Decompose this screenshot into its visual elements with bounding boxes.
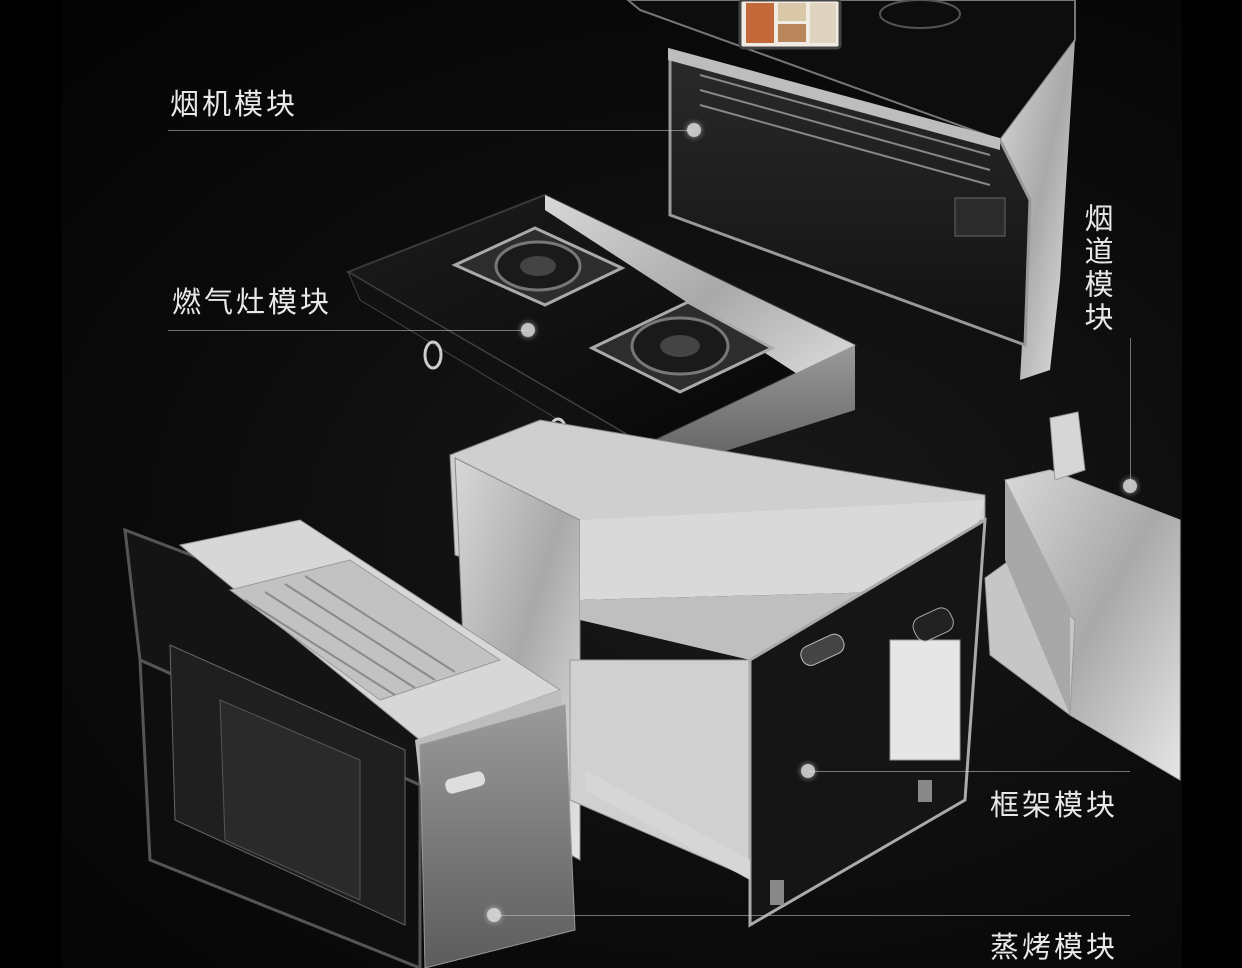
marker-dot-flue: [1123, 479, 1137, 493]
label-gas-stove-module: 燃气灶模块: [172, 285, 333, 319]
label-flue-module: 烟道模块: [1080, 203, 1114, 335]
marker-dot-frame: [801, 764, 815, 778]
steam-oven-module: [123, 519, 576, 968]
left-dark-band: [0, 0, 62, 968]
right-dark-band: [1182, 0, 1242, 968]
leader-line-flue: [1130, 338, 1131, 486]
leader-line-steam-oven: [494, 915, 1130, 916]
label-frame-module: 框架模块: [990, 788, 1119, 822]
gas-stove-module: [345, 193, 858, 545]
marker-dot-steam-oven: [487, 908, 501, 922]
leader-line-gas-stove: [168, 330, 528, 331]
leader-line-frame: [808, 771, 1130, 772]
marker-dot-gas-stove: [521, 323, 535, 337]
flue-module: [984, 411, 1181, 781]
marker-dot-range-hood: [687, 123, 701, 137]
label-range-hood-module: 烟机模块: [170, 87, 299, 121]
leader-line-range-hood: [168, 130, 694, 131]
range-hood-module: [626, 0, 1076, 380]
label-steam-oven-module: 蒸烤模块: [990, 930, 1119, 964]
